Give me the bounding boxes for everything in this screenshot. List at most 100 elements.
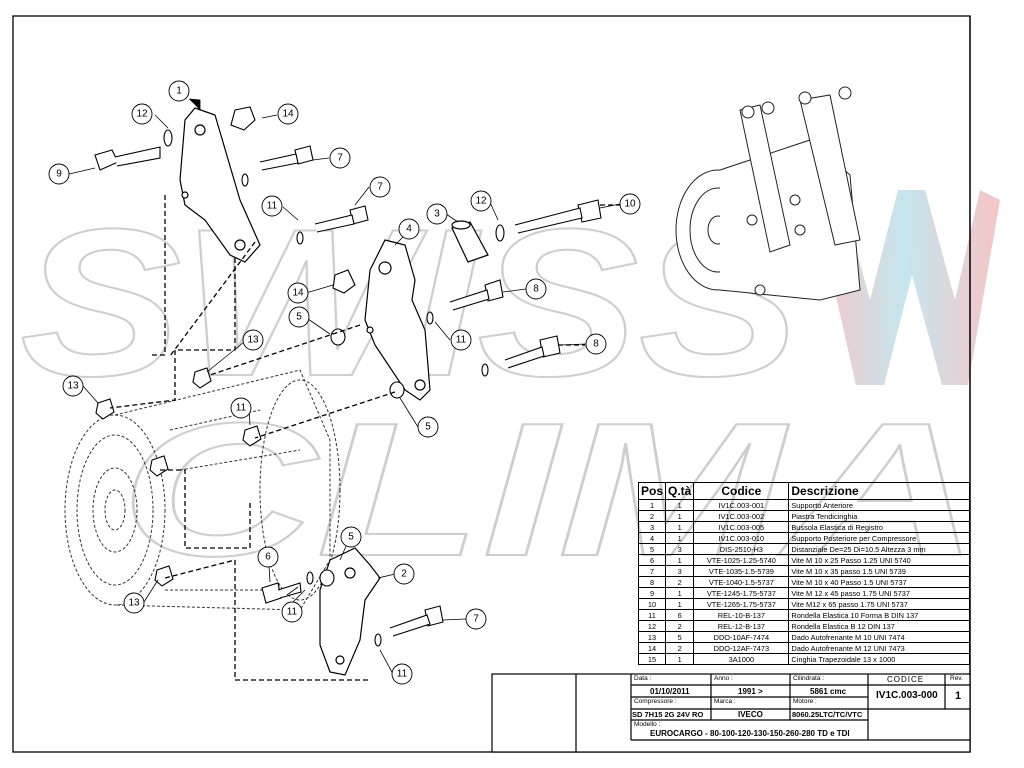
- cell-pos: 1: [637, 499, 667, 511]
- svg-text:5: 5: [425, 422, 431, 433]
- cell-pos: 12: [637, 620, 667, 632]
- cell-pos: 9: [637, 587, 667, 599]
- cell-codice: VTE-1040-1.5-5737: [693, 576, 790, 588]
- cell-codice: DDO-12AF-7473: [693, 642, 790, 654]
- cell-codice: REL-10-B-137: [693, 609, 790, 621]
- balloon-11: 11: [230, 397, 252, 419]
- balloon-12: 12: [470, 190, 492, 212]
- cell-codice: 3A1000: [693, 653, 790, 665]
- codice-value: IV1C.003-000: [876, 690, 938, 701]
- cell-descrizione: Dado Autofrenante M 12 UNI 7473: [788, 642, 970, 654]
- svg-text:14: 14: [282, 109, 294, 120]
- cell-descrizione: Vite M 10 x 35 passo 1.5 UNI 5739: [788, 565, 970, 577]
- title-block-frame: [491, 673, 971, 753]
- cell-codice: VTE-1245-1.75-5737: [693, 587, 790, 599]
- motore-label: Motore :: [793, 698, 817, 705]
- cell-qty: 2: [665, 642, 695, 654]
- cell-codice: DDO-10AF-7474: [693, 631, 790, 643]
- anno-label: Anno :: [714, 675, 733, 682]
- cell-qty: 1: [665, 554, 695, 566]
- anno-value: 1991 >: [738, 687, 763, 696]
- svg-text:8: 8: [593, 339, 599, 350]
- bolt-8a: [449, 279, 504, 311]
- svg-text:5: 5: [296, 312, 302, 323]
- balloon-9: 9: [48, 163, 70, 185]
- svg-text:7: 7: [377, 182, 383, 193]
- svg-text:14: 14: [292, 288, 304, 299]
- cell-pos: 6: [637, 554, 667, 566]
- cell-qty: 6: [665, 609, 695, 621]
- svg-text:2: 2: [401, 569, 407, 580]
- balloon-11: 11: [391, 663, 413, 685]
- header-descrizione: Descrizione: [788, 482, 970, 500]
- cell-descrizione: Supporto Anteriore: [788, 499, 970, 511]
- codice-label: CODICE: [887, 675, 925, 684]
- cell-qty: 1: [665, 521, 695, 533]
- bolt-9: [94, 146, 161, 171]
- svg-text:7: 7: [473, 614, 479, 625]
- balloon-13: 13: [123, 592, 145, 614]
- cell-qty: 3: [665, 565, 695, 577]
- balloon-7: 7: [369, 176, 391, 198]
- modello-label: Modello :: [634, 721, 661, 728]
- cell-descrizione: Bussola Elastica di Registro: [788, 521, 970, 533]
- cell-pos: 8: [637, 576, 667, 588]
- cell-pos: 5: [637, 543, 667, 555]
- compressore-value: SD 7H15 2G 24V RO: [632, 710, 704, 719]
- compressor-exploded: [64, 369, 341, 611]
- cell-codice: IV1C.003-001: [693, 499, 790, 511]
- balloon-4: 4: [398, 218, 420, 240]
- bolt-6: [261, 582, 302, 604]
- bolts: [94, 145, 602, 637]
- svg-text:12: 12: [475, 196, 487, 207]
- svg-text:13: 13: [247, 335, 259, 346]
- modello-value: EUROCARGO - 80-100-120-130-150-260-280 T…: [650, 729, 850, 738]
- balloon-13: 13: [62, 375, 84, 397]
- cell-pos: 4: [637, 532, 667, 544]
- svg-text:11: 11: [236, 403, 247, 414]
- nuts-and-washers: [95, 106, 505, 647]
- cell-qty: 1: [665, 587, 695, 599]
- data-label: Data :: [634, 675, 652, 682]
- marca-value: IVECO: [738, 710, 763, 719]
- bolt-7a: [259, 145, 314, 171]
- header-codice: Codice: [693, 482, 790, 500]
- svg-text:5: 5: [348, 532, 354, 543]
- svg-text:10: 10: [624, 199, 636, 210]
- cell-codice: DIS-2510-H3: [693, 543, 790, 555]
- header-qty: Q.tà: [665, 482, 695, 500]
- parts-table-header-row: Pos Q.tà Codice Descrizione: [637, 482, 970, 500]
- bolt-7b: [314, 205, 369, 233]
- balloon-14: 14: [287, 282, 309, 304]
- balloon-11: 11: [450, 329, 472, 351]
- cell-pos: 14: [637, 642, 667, 654]
- rev-label: Rev.: [950, 675, 963, 682]
- bolt-7c: [389, 605, 444, 637]
- cell-descrizione: Piastra Tendicinghia: [788, 510, 970, 522]
- cell-qty: 2: [665, 620, 695, 632]
- balloon-11: 11: [281, 601, 303, 623]
- svg-text:13: 13: [67, 381, 79, 392]
- cell-descrizione: Cinghia Trapezoidale 13 x 1000: [788, 653, 970, 665]
- compressore-label: Compressore :: [634, 698, 677, 705]
- cell-qty: 3: [665, 543, 695, 555]
- svg-text:13: 13: [128, 598, 140, 609]
- svg-text:8: 8: [533, 284, 539, 295]
- cell-codice: IV1C.003-010: [693, 532, 790, 544]
- cell-descrizione: Vite M 10 x 40 Passo 1.5 UNI 5737: [788, 576, 970, 588]
- front-bracket: [179, 107, 261, 263]
- cell-pos: 10: [637, 598, 667, 610]
- svg-text:11: 11: [267, 201, 278, 212]
- tensioner-plate: [319, 547, 381, 676]
- svg-text:11: 11: [397, 669, 408, 680]
